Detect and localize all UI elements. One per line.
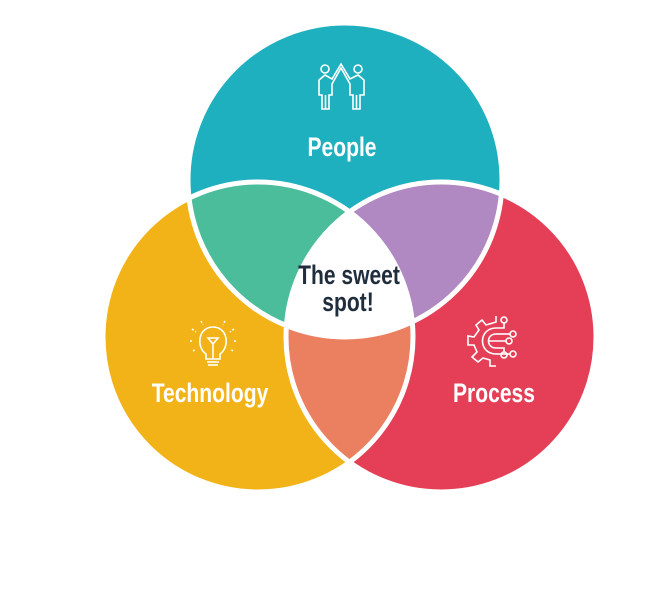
people-outline bbox=[185, 20, 505, 340]
technology-label: Technology bbox=[152, 379, 269, 409]
sweet-spot-region bbox=[286, 182, 413, 337]
process-label: Process bbox=[453, 379, 535, 409]
process-outline bbox=[283, 179, 599, 495]
sweet-spot-line1: The sweet bbox=[298, 261, 400, 291]
gear-circuit-icon bbox=[467, 316, 517, 367]
people-high-five-icon bbox=[318, 62, 365, 110]
people-label: People bbox=[307, 133, 376, 163]
lightbulb-icon bbox=[190, 320, 236, 366]
technology-outline bbox=[100, 179, 416, 495]
sweet-spot-line2: spot! bbox=[322, 288, 373, 318]
